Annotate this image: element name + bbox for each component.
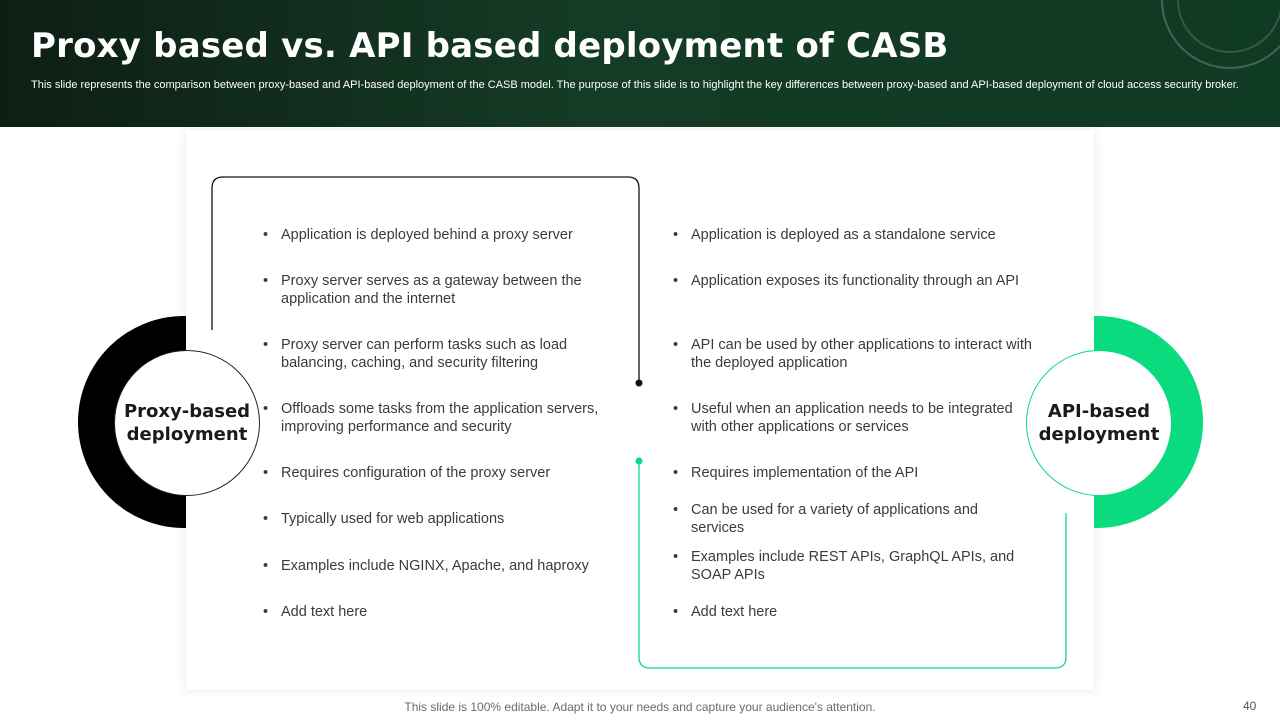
footer-note: This slide is 100% editable. Adapt it to… (404, 700, 876, 714)
list-item: •Proxy server serves as a gateway betwee… (263, 273, 582, 307)
api-based-circle: API-based deployment (1026, 350, 1172, 496)
proxy-based-label: Proxy-based deployment (123, 401, 251, 445)
page-number: 40 (1243, 699, 1257, 713)
list-item: •Requires implementation of the API (673, 465, 919, 481)
list-item: •Examples include REST APIs, GraphQL API… (673, 549, 1015, 583)
list-item: •Application exposes its functionality t… (673, 273, 1020, 289)
page-title: Proxy based vs. API based deployment of … (31, 26, 949, 66)
list-item: •Typically used for web applications (263, 511, 505, 527)
list-item: •Application is deployed as a standalone… (673, 227, 996, 243)
list-item: •Add text here (263, 604, 368, 620)
page-subtitle: This slide represents the comparison bet… (31, 79, 1239, 91)
list-item: •Useful when an application needs to be … (673, 401, 1013, 435)
list-item: •Examples include NGINX, Apache, and hap… (263, 558, 589, 574)
proxy-based-circle: Proxy-based deployment (114, 350, 260, 496)
list-item: •Application is deployed behind a proxy … (263, 227, 573, 243)
api-based-label: API-based deployment (1038, 401, 1160, 445)
list-item: •Offloads some tasks from the applicatio… (263, 401, 599, 435)
list-item: •API can be used by other applications t… (673, 337, 1032, 371)
list-item: •Proxy server can perform tasks such as … (263, 337, 568, 371)
header-banner: Proxy based vs. API based deployment of … (0, 0, 1280, 127)
decorative-circles-icon (1161, 0, 1280, 69)
panel-mask (186, 300, 1094, 540)
list-item: •Add text here (673, 604, 778, 620)
list-item: •Requires configuration of the proxy ser… (263, 465, 551, 481)
list-item: •Can be used for a variety of applicatio… (673, 502, 978, 536)
